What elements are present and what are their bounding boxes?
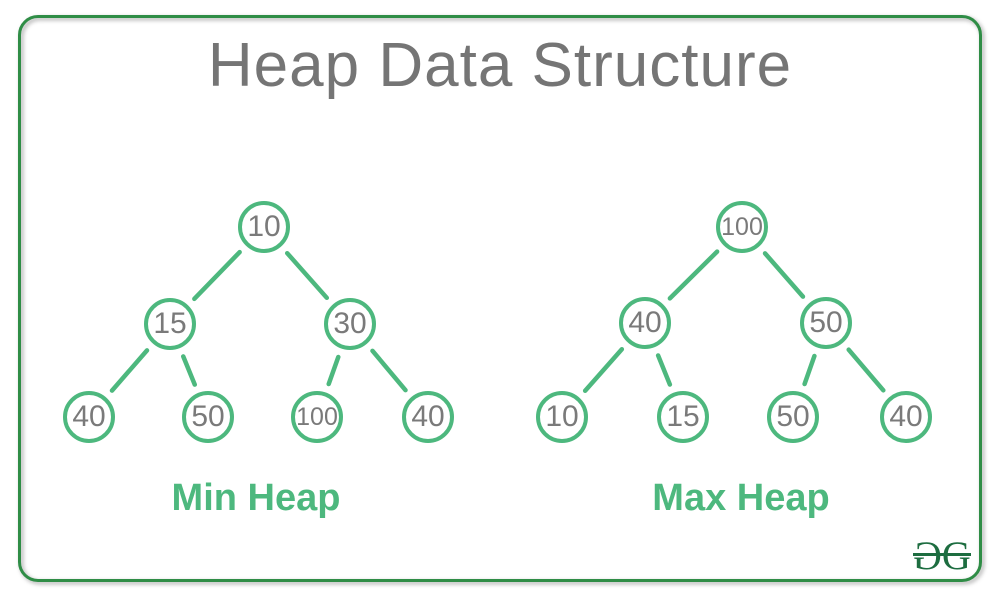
geeksforgeeks-logo-icon: GG [913, 533, 971, 578]
max-heap-node: 10 [536, 391, 588, 443]
min-heap-node: 40 [63, 391, 115, 443]
min-heap-node: 30 [324, 298, 376, 350]
max-heap-node: 50 [800, 297, 852, 349]
min-heap-edge [109, 348, 150, 393]
min-heap-node: 50 [182, 391, 234, 443]
max-heap-edge [762, 251, 806, 299]
max-heap-node: 100 [716, 201, 768, 253]
page-title: Heap Data Structure [207, 31, 793, 100]
min-heap-edge [192, 249, 242, 302]
max-heap-node: 50 [767, 391, 819, 443]
min-heap-edge [284, 250, 330, 301]
min-heap-edge [180, 354, 198, 387]
min-heap-edge [370, 348, 408, 393]
min-heap-node: 10 [238, 201, 290, 253]
min-heap-edge [326, 354, 341, 387]
logo-letter-mirrored-g: G [915, 533, 942, 578]
max-heap-edge [846, 347, 886, 393]
max-heap-edge [667, 249, 720, 301]
max-heap-node: 40 [619, 297, 671, 349]
max-heap-edge [655, 353, 673, 387]
logo-strike-line [913, 553, 971, 556]
min-heap-node: 15 [144, 298, 196, 350]
max-heap-label: Max Heap [652, 477, 830, 519]
max-heap-edge [802, 353, 817, 387]
min-heap-node: 40 [402, 391, 454, 443]
min-heap-label: Min Heap [171, 477, 341, 519]
max-heap-node: 40 [880, 391, 932, 443]
min-heap-node: 100 [291, 391, 343, 443]
max-heap-edge [582, 346, 625, 394]
max-heap-node: 15 [657, 391, 709, 443]
